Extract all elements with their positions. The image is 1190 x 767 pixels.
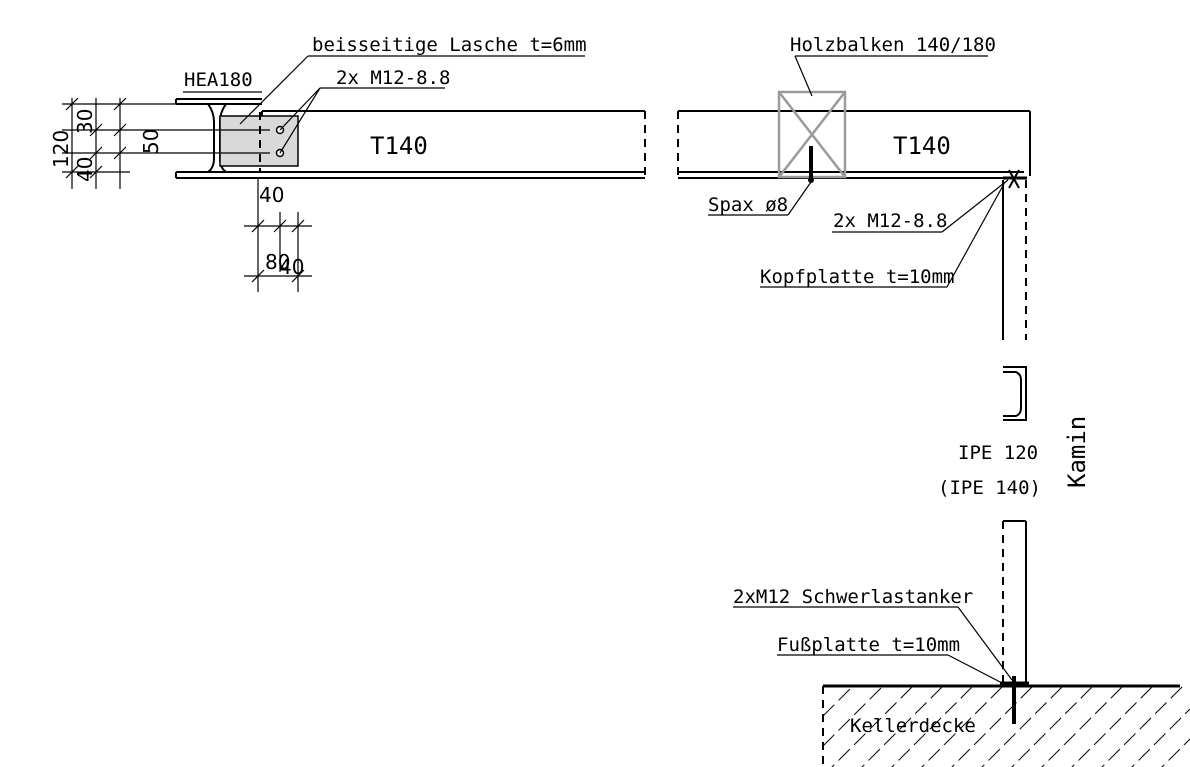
leaders-base bbox=[733, 606, 1013, 685]
spax-screw-head bbox=[808, 177, 814, 183]
dimension-lines-vertical bbox=[62, 97, 270, 189]
label-ipe140: (IPE 140) bbox=[938, 477, 1041, 499]
label-kamin: Kamin bbox=[1063, 416, 1091, 488]
dim-120: 120 bbox=[49, 130, 73, 168]
ipe-column-upper bbox=[1002, 180, 1027, 340]
dim-40-vertical: 40 bbox=[73, 157, 97, 182]
label-t140-left: T140 bbox=[370, 132, 428, 160]
label-holzbalken: Holzbalken 140/180 bbox=[790, 34, 996, 56]
label-kellerdecke: Kellerdecke bbox=[850, 715, 976, 737]
dim-50: 50 bbox=[139, 129, 163, 154]
label-hea180: HEA180 bbox=[184, 69, 253, 91]
label-kopfplatte: Kopfplatte t=10mm bbox=[760, 266, 954, 288]
label-t140-right: T140 bbox=[893, 132, 951, 160]
dim-40-horizontal: 40 bbox=[259, 183, 284, 207]
label-spax: Spax ø8 bbox=[708, 194, 788, 216]
leaders-right bbox=[708, 55, 1009, 288]
dim-40-bottom: 40 bbox=[279, 255, 304, 279]
label-bolts-left: 2x M12-8.8 bbox=[336, 67, 450, 89]
t140-right-beam bbox=[677, 110, 1031, 179]
label-lasche: beisseitige Lasche t=6mm bbox=[312, 34, 587, 56]
leaders-left bbox=[183, 55, 585, 154]
t140-left-beam bbox=[261, 110, 646, 179]
ipe-column-lower bbox=[1002, 520, 1027, 685]
head-plate-bolts bbox=[1003, 169, 1027, 189]
kellerdecke-slab bbox=[822, 684, 1190, 767]
label-anker: 2xM12 Schwerlastanker bbox=[733, 586, 973, 608]
dimension-lines-horizontal bbox=[244, 178, 312, 292]
dim-80: 80 bbox=[265, 250, 290, 274]
label-bolts-right: 2x M12-8.8 bbox=[833, 210, 947, 232]
label-ipe120: IPE 120 bbox=[958, 442, 1038, 464]
label-fussplatte: Fußplatte t=10mm bbox=[777, 634, 960, 656]
dim-30: 30 bbox=[73, 109, 97, 134]
ipe-profile-symbol bbox=[1003, 366, 1027, 421]
